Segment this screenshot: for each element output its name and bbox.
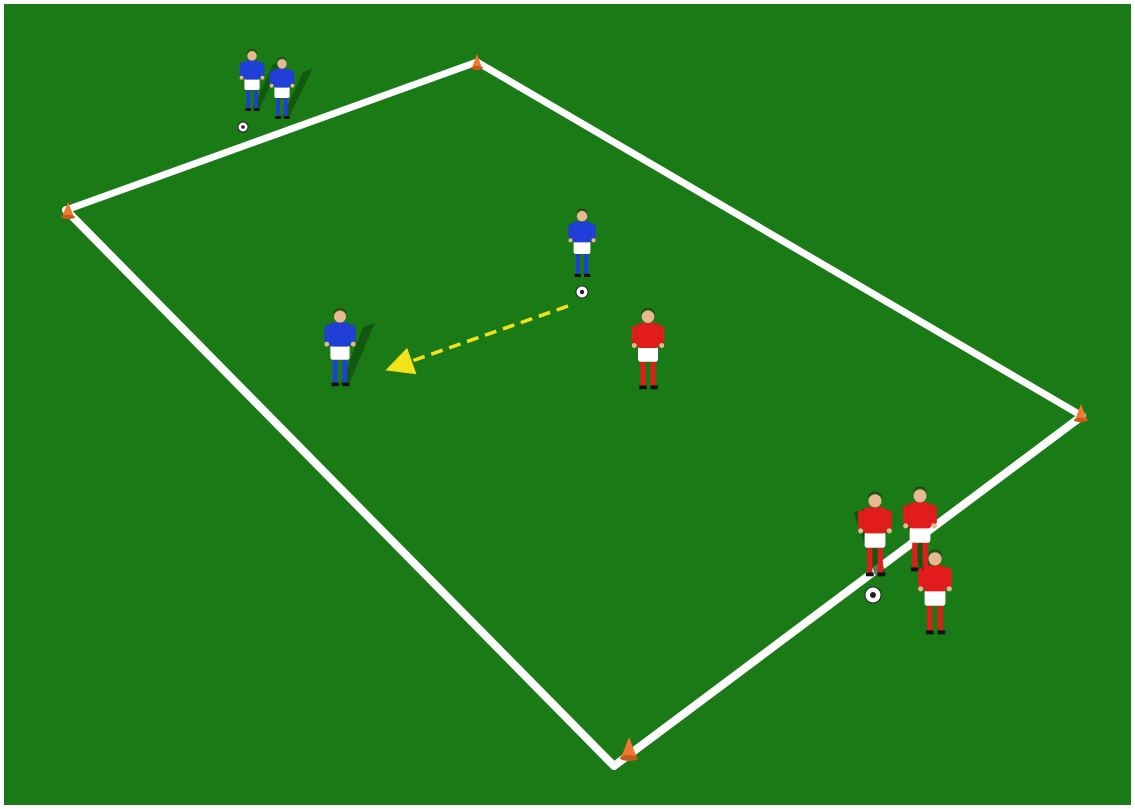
soccer-ball-icon [238, 122, 248, 132]
grass-field [4, 4, 1131, 805]
soccer-ball-icon [865, 587, 881, 603]
soccer-ball-icon [576, 286, 588, 298]
